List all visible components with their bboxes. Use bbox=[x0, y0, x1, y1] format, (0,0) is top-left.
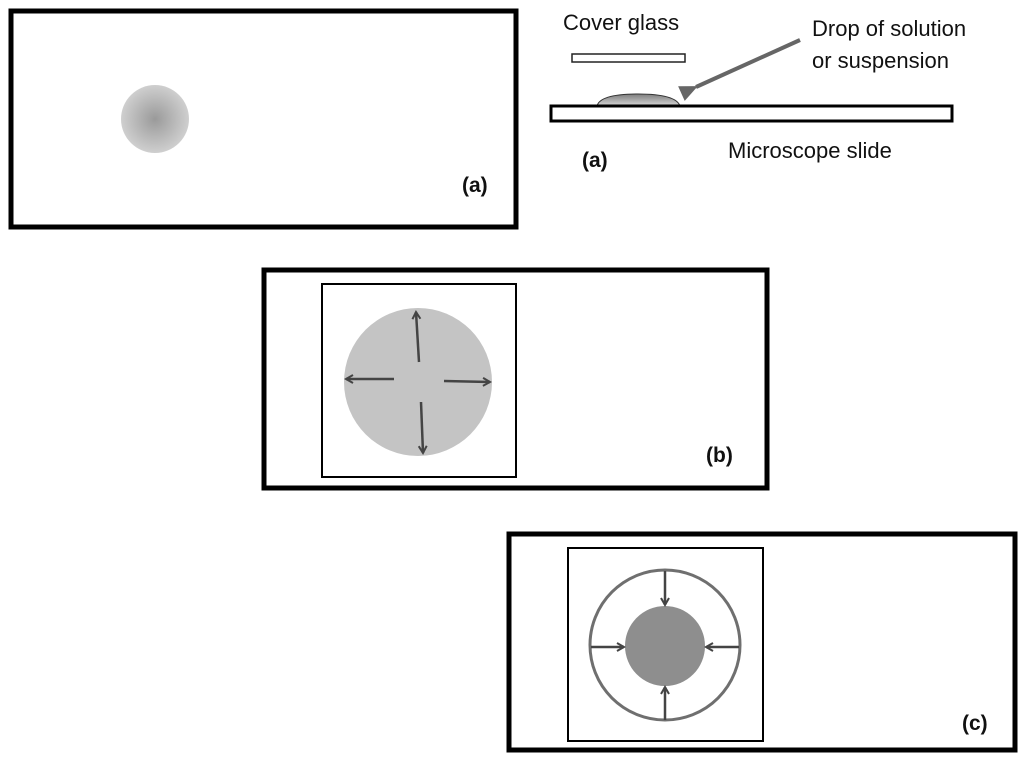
panel-label: (a) bbox=[462, 174, 488, 197]
slide-label: Microscope slide bbox=[728, 138, 892, 163]
side-drop bbox=[596, 93, 681, 107]
arrow-down bbox=[421, 401, 423, 453]
drop-label-line1: Drop of solution bbox=[812, 16, 966, 41]
microscope-slide bbox=[549, 104, 954, 123]
drop-label-line2: or suspension bbox=[812, 48, 949, 73]
spreading-drop bbox=[344, 308, 492, 456]
slide-outline bbox=[8, 8, 519, 230]
cover-glass-label: Cover glass bbox=[563, 10, 679, 35]
panel-label: (c) bbox=[962, 712, 988, 735]
arrow-right bbox=[443, 381, 490, 382]
cover-glass bbox=[571, 53, 686, 63]
panel-a-top-view: (a) bbox=[8, 8, 519, 230]
arrow-up bbox=[416, 312, 419, 363]
panel-label: (b) bbox=[706, 444, 733, 467]
drop-pointer-arrow bbox=[678, 38, 801, 101]
panel-c: (c) bbox=[506, 531, 1018, 753]
side-view: Cover glass Drop of solution or suspensi… bbox=[549, 10, 966, 172]
shrinking-drop bbox=[625, 606, 705, 686]
drop bbox=[121, 85, 189, 153]
panel-b: (b) bbox=[261, 267, 770, 491]
panel-label: (a) bbox=[582, 149, 608, 172]
